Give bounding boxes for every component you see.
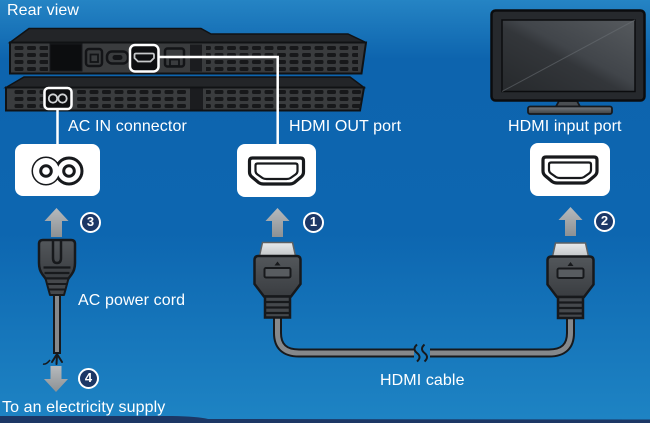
down-arrow-icon (44, 366, 68, 392)
leader-line-hdmi (158, 55, 279, 146)
electricity-supply-label: To an electricity supply (2, 399, 166, 416)
page-title: Rear view (7, 2, 80, 19)
hdmi-out-port-icon (237, 144, 316, 197)
up-arrow-icon (558, 207, 583, 236)
hdmi-port-highlight (128, 43, 160, 73)
cable-break-icon (413, 343, 428, 363)
step-badge-4: 4 (78, 368, 99, 389)
step-badge-2: 2 (594, 211, 615, 232)
ac-power-cord-label: AC power cord (78, 292, 186, 309)
step-badge-1: 1 (303, 212, 324, 233)
hdmi-input-port-label: HDMI input port (508, 118, 622, 135)
hdmi-cable (273, 316, 575, 363)
power-plug-icon (37, 238, 77, 365)
hdmi-input-port-icon (530, 143, 610, 196)
tv-icon (490, 9, 646, 115)
ac-in-highlight (43, 86, 73, 111)
ac-in-connector-label: AC IN connector (68, 118, 187, 135)
hdmi-cable-label: HDMI cable (380, 372, 465, 389)
footer-bar (0, 416, 650, 423)
hdmi-connector-icon (253, 241, 302, 319)
ac-in-connector-icon (15, 144, 100, 196)
ps4-console-rear-icon (3, 27, 368, 112)
up-arrow-icon (265, 208, 290, 237)
step-badge-3: 3 (80, 212, 101, 233)
up-arrow-icon (44, 208, 69, 237)
hdmi-out-port-label: HDMI OUT port (289, 118, 402, 135)
hdmi-connector-icon (546, 241, 595, 320)
